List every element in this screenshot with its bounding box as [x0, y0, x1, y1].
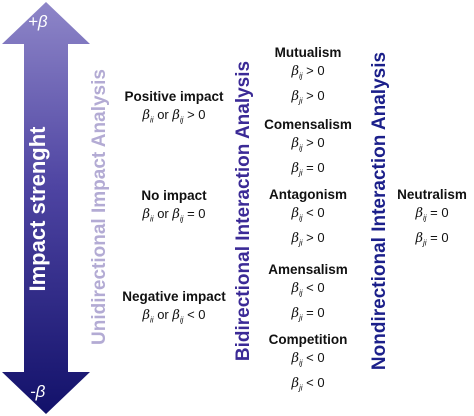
block-condition: βii or βij = 0: [118, 204, 230, 229]
beta-subscript: ji: [298, 313, 303, 323]
positive-impact-block: Positive impact βii or βij > 0: [118, 88, 230, 130]
beta-subscript: ji: [298, 383, 303, 393]
block-name: Amensalism: [268, 262, 348, 277]
block-name: No impact: [141, 188, 207, 203]
condition-line: βii or βij < 0: [142, 307, 206, 325]
amensalism-block: Amensalism βij < 0 βji = 0: [262, 261, 354, 327]
condition-line: βii or βij > 0: [142, 107, 206, 125]
beta-symbol: β: [172, 308, 180, 323]
condition-line: βij > 0: [291, 135, 325, 153]
condition-line: βij < 0: [291, 350, 325, 368]
beta-symbol: β: [291, 206, 299, 221]
block-name: Negative impact: [122, 289, 226, 304]
beta-symbol: β: [142, 308, 151, 323]
impact-strength-arrow: +β -β Impact strenght β = 0: [0, 0, 92, 416]
block-name: Mutualism: [274, 45, 342, 60]
block-condition: βij = 0 βji = 0: [396, 203, 468, 252]
block-condition: βij < 0 βji = 0: [262, 278, 354, 327]
beta-subscript: ii: [150, 315, 154, 325]
nondirectional-axis-label: Nondirectional Interaction Analysis: [369, 51, 390, 371]
beta-symbol: β: [291, 160, 299, 176]
block-name: Comensalism: [264, 117, 352, 132]
beta-symbol: β: [291, 305, 299, 321]
arrow-title: Impact strenght: [25, 126, 50, 292]
block-condition: βij < 0 βji < 0: [262, 348, 354, 397]
block-name: Neutralism: [397, 187, 467, 202]
beta-subscript: ij: [298, 288, 303, 298]
beta-subscript: ij: [298, 143, 303, 153]
beta-symbol: β: [415, 230, 423, 246]
beta-subscript: ji: [422, 238, 427, 248]
beta-subscript: ij: [298, 71, 303, 81]
condition-line: βij < 0: [291, 280, 325, 298]
no-impact-block: No impact βii or βij = 0: [118, 187, 230, 229]
neutralism-block: Neutralism βij = 0 βji = 0: [396, 186, 468, 252]
beta-symbol: β: [291, 230, 299, 246]
condition-line: βji = 0: [415, 229, 449, 248]
block-name: Positive impact: [124, 89, 224, 104]
condition-line: βji < 0: [291, 374, 325, 393]
beta-symbol: β: [291, 64, 299, 79]
beta-subscript: ij: [179, 115, 184, 125]
beta-subscript: ij: [422, 213, 427, 223]
beta-symbol: β: [291, 281, 299, 296]
condition-line: βii or βij = 0: [142, 206, 206, 224]
block-name: Competition: [268, 332, 348, 347]
beta-symbol: β: [291, 375, 299, 391]
antagonism-block: Antagonism βij < 0 βji > 0: [262, 186, 354, 252]
arrow-bottom-label: -β: [30, 382, 46, 401]
beta-symbol: β: [291, 351, 299, 366]
beta-subscript: ij: [298, 358, 303, 368]
beta-symbol: β: [142, 108, 151, 123]
condition-line: βij > 0: [291, 63, 325, 81]
beta-symbol: β: [415, 206, 423, 221]
block-name: Antagonism: [268, 187, 347, 202]
beta-subscript: ij: [179, 315, 184, 325]
beta-symbol: β: [172, 207, 180, 222]
beta-subscript: ij: [298, 213, 303, 223]
condition-line: βji > 0: [291, 87, 325, 106]
beta-subscript: ij: [179, 214, 184, 224]
condition-line: βij = 0: [415, 205, 449, 223]
block-condition: βij < 0 βji > 0: [262, 203, 354, 252]
arrow-zero-label: β = 0: [0, 190, 18, 230]
condition-line: βji = 0: [291, 159, 325, 178]
block-condition: βij > 0 βji = 0: [262, 133, 354, 182]
competition-block: Competition βij < 0 βji < 0: [262, 331, 354, 397]
beta-symbol: β: [291, 88, 299, 104]
condition-line: βij < 0: [291, 205, 325, 223]
block-condition: βii or βij < 0: [118, 305, 230, 330]
bidirectional-axis-label: Bidirectional Interaction Analysis: [233, 60, 254, 362]
beta-subscript: ii: [150, 115, 154, 125]
beta-symbol: β: [291, 136, 299, 151]
beta-subscript: ji: [298, 238, 303, 248]
beta-symbol: β: [172, 108, 180, 123]
beta-subscript: ji: [298, 168, 303, 178]
block-condition: βij > 0 βji > 0: [262, 61, 354, 110]
comensalism-block: Comensalism βij > 0 βji = 0: [262, 116, 354, 182]
double-headed-arrow-icon: [2, 2, 90, 414]
negative-impact-block: Negative impact βii or βij < 0: [118, 288, 230, 330]
mutualism-block: Mutualism βij > 0 βji > 0: [262, 44, 354, 110]
condition-line: βji = 0: [291, 304, 325, 323]
beta-symbol: β: [142, 207, 151, 222]
condition-line: βji > 0: [291, 229, 325, 248]
block-condition: βii or βij > 0: [118, 105, 230, 130]
unidirectional-axis-label: Unidirectional Impact Analysis: [89, 69, 110, 345]
beta-subscript: ii: [150, 214, 154, 224]
beta-subscript: ji: [298, 96, 303, 106]
arrow-top-label: +β: [28, 12, 48, 31]
